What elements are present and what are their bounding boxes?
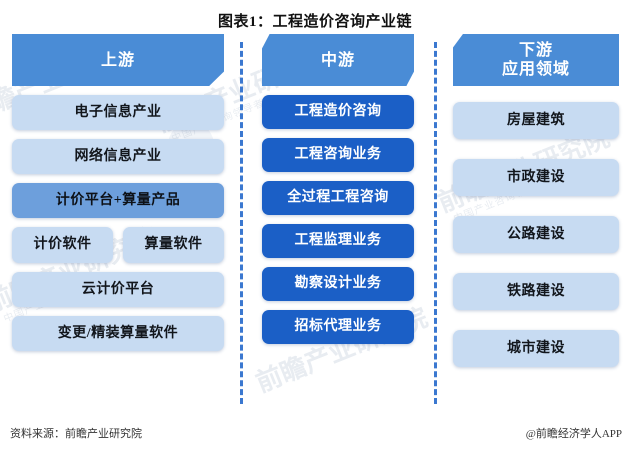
node-upstream-5-0[interactable]: 变更/精装算量软件 [12, 316, 224, 351]
column-divider-left [240, 42, 243, 404]
downstream-node-list: 房屋建筑 市政建设 公路建设 铁路建设 城市建设 [453, 102, 619, 367]
footer: 资料来源：前瞻产业研究院 @前瞻经济学人APP [0, 425, 630, 443]
upstream-row: 云计价平台 [12, 272, 224, 307]
column-header-midstream: 中游 [262, 34, 414, 86]
source-note: 资料来源：前瞻产业研究院 [10, 428, 142, 440]
node-downstream-0[interactable]: 房屋建筑 [453, 102, 619, 139]
node-midstream-4[interactable]: 勘察设计业务 [262, 267, 414, 301]
upstream-row: 电子信息产业 [12, 95, 224, 130]
node-downstream-3[interactable]: 铁路建设 [453, 273, 619, 310]
node-upstream-2-0[interactable]: 计价平台+算量产品 [12, 183, 224, 218]
node-upstream-4-0[interactable]: 云计价平台 [12, 272, 224, 307]
brand-handle: @前瞻经济学人APP [525, 428, 622, 440]
upstream-row: 网络信息产业 [12, 139, 224, 174]
node-upstream-3-0[interactable]: 计价软件 [12, 227, 113, 263]
column-header-upstream: 上游 [12, 34, 224, 86]
node-midstream-5[interactable]: 招标代理业务 [262, 310, 414, 344]
industry-chain-diagram: 上游 电子信息产业 网络信息产业 计价平台+算量产品 计价软件 算量软件 云计价… [0, 34, 630, 406]
node-midstream-0[interactable]: 工程造价咨询 [262, 95, 414, 129]
upstream-row: 计价平台+算量产品 [12, 183, 224, 218]
node-upstream-3-1[interactable]: 算量软件 [123, 227, 224, 263]
page-title: 图表1：工程造价咨询产业链 [217, 14, 412, 30]
upstream-row: 计价软件 算量软件 [12, 227, 224, 263]
node-midstream-1[interactable]: 工程咨询业务 [262, 138, 414, 172]
node-upstream-0-0[interactable]: 电子信息产业 [12, 95, 224, 130]
node-midstream-2[interactable]: 全过程工程咨询 [262, 181, 414, 215]
upstream-node-list: 电子信息产业 网络信息产业 计价平台+算量产品 计价软件 算量软件 云计价平台 … [12, 95, 224, 351]
node-downstream-1[interactable]: 市政建设 [453, 159, 619, 196]
column-downstream: 下游 应用领域 房屋建筑 市政建设 公路建设 铁路建设 城市建设 [453, 34, 619, 406]
node-downstream-2[interactable]: 公路建设 [453, 216, 619, 253]
midstream-node-list: 工程造价咨询 工程咨询业务 全过程工程咨询 工程监理业务 勘察设计业务 招标代理… [262, 95, 414, 344]
column-upstream: 上游 电子信息产业 网络信息产业 计价平台+算量产品 计价软件 算量软件 云计价… [12, 34, 224, 406]
column-header-downstream-line2: 应用领域 [501, 61, 570, 78]
column-midstream: 中游 工程造价咨询 工程咨询业务 全过程工程咨询 工程监理业务 勘察设计业务 招… [262, 34, 414, 406]
column-header-downstream-line1: 下游 [518, 42, 553, 59]
column-header-downstream: 下游 应用领域 [453, 34, 619, 86]
upstream-row: 变更/精装算量软件 [12, 316, 224, 351]
node-upstream-1-0[interactable]: 网络信息产业 [12, 139, 224, 174]
column-divider-right [434, 42, 437, 404]
node-midstream-3[interactable]: 工程监理业务 [262, 224, 414, 258]
node-downstream-4[interactable]: 城市建设 [453, 330, 619, 367]
